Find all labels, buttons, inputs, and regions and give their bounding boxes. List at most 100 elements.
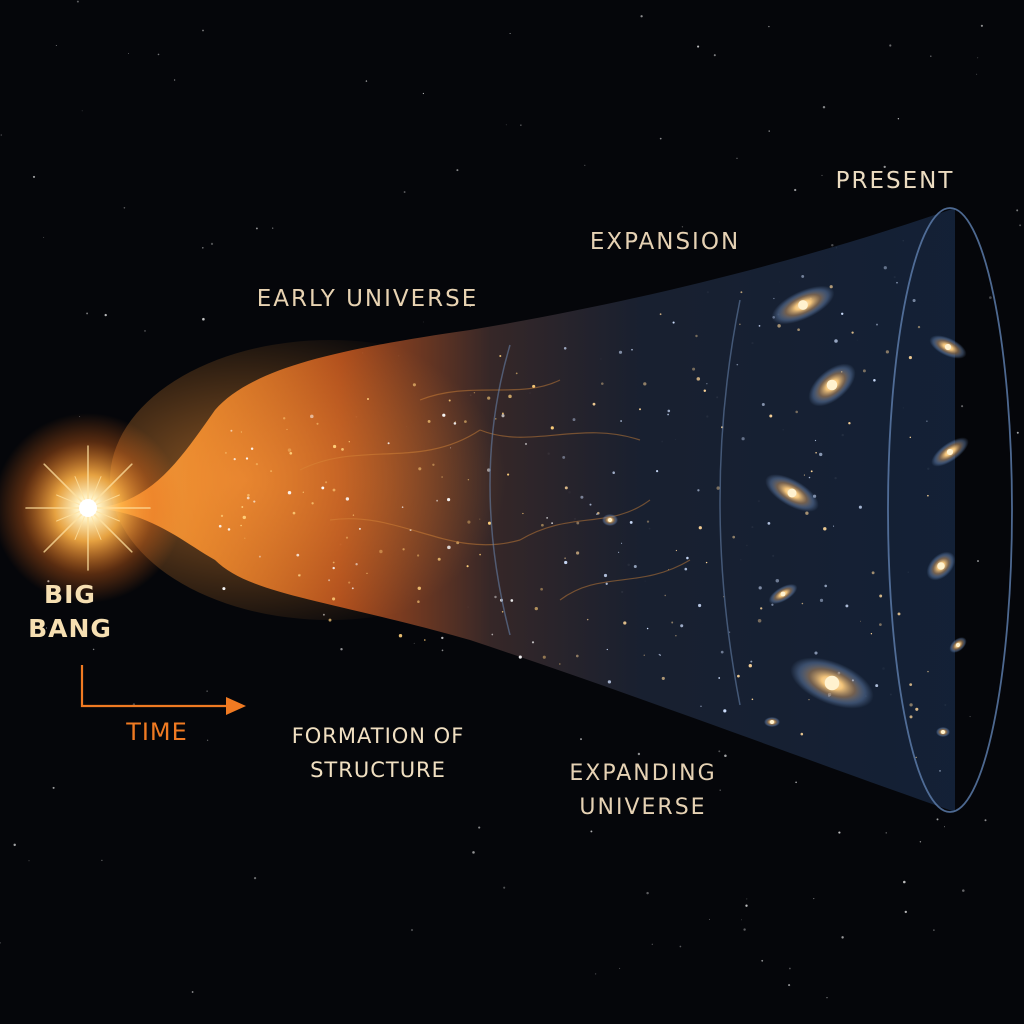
cone-star bbox=[233, 458, 236, 461]
cone-star bbox=[501, 412, 504, 415]
galaxy-core bbox=[937, 562, 945, 570]
cone-star bbox=[633, 565, 637, 568]
cone-star bbox=[220, 514, 224, 518]
background-star bbox=[969, 716, 971, 718]
background-star bbox=[724, 754, 727, 758]
cone-star bbox=[292, 511, 296, 515]
cone-star bbox=[592, 402, 596, 406]
cone-star bbox=[345, 536, 349, 539]
background-star bbox=[736, 157, 738, 159]
cone-star bbox=[720, 650, 724, 654]
background-star bbox=[768, 130, 770, 132]
galaxy-core bbox=[770, 720, 774, 724]
cone-star bbox=[680, 624, 684, 628]
cone-star bbox=[491, 633, 494, 636]
cone-star bbox=[542, 655, 546, 659]
background-star bbox=[889, 44, 892, 47]
cone-star bbox=[540, 587, 543, 591]
galaxy-core bbox=[944, 343, 952, 351]
cone-star bbox=[495, 418, 497, 420]
background-star bbox=[206, 690, 208, 692]
galaxy-core bbox=[941, 730, 945, 734]
cone-star bbox=[479, 518, 481, 520]
cone-star bbox=[823, 527, 827, 531]
cone-star bbox=[328, 618, 332, 622]
cone-star bbox=[758, 325, 761, 327]
background-star bbox=[422, 321, 424, 323]
cone-star bbox=[494, 595, 497, 599]
background-star bbox=[794, 188, 797, 192]
burst-ray bbox=[87, 463, 133, 509]
boundary-curve-1 bbox=[489, 344, 511, 636]
cone-star bbox=[466, 565, 469, 568]
cone-star bbox=[605, 582, 608, 585]
cone-star bbox=[524, 442, 528, 446]
cone-star bbox=[224, 451, 227, 454]
early-universe-label: EARLY UNIVERSE bbox=[256, 286, 479, 312]
background-star bbox=[28, 860, 30, 862]
cone-star bbox=[558, 663, 561, 665]
cone-star bbox=[283, 417, 286, 420]
cone-star bbox=[775, 579, 780, 583]
cone-star bbox=[332, 597, 336, 601]
cone-star bbox=[427, 419, 431, 423]
background-star bbox=[594, 973, 597, 975]
background-star bbox=[919, 841, 922, 843]
cone-star bbox=[246, 496, 250, 500]
cone-star bbox=[741, 437, 745, 441]
cone-star bbox=[664, 594, 666, 597]
background-star bbox=[422, 92, 425, 95]
background-star bbox=[414, 289, 417, 292]
cone-star bbox=[926, 420, 928, 422]
cone-star bbox=[841, 312, 844, 315]
background-star bbox=[324, 296, 326, 298]
background-star bbox=[456, 169, 459, 172]
cone-star bbox=[834, 339, 838, 343]
cone-star bbox=[222, 587, 226, 591]
cone-star bbox=[298, 573, 301, 577]
expansion-label: EXPANSION bbox=[589, 229, 741, 255]
background-star bbox=[679, 945, 682, 948]
cone-star bbox=[227, 528, 231, 531]
cone-star bbox=[501, 611, 504, 613]
cone-star bbox=[810, 470, 813, 473]
background-star bbox=[32, 175, 36, 178]
galaxies bbox=[602, 285, 969, 737]
cone-star bbox=[723, 709, 727, 713]
cone-star bbox=[814, 651, 818, 655]
cone-star bbox=[897, 612, 901, 616]
cone-star bbox=[564, 560, 568, 565]
cone-star bbox=[467, 478, 470, 481]
cone-star bbox=[417, 586, 422, 591]
cone-star bbox=[442, 413, 446, 417]
cone-star bbox=[860, 620, 861, 622]
cone-star bbox=[819, 598, 824, 603]
background-star bbox=[719, 789, 721, 791]
cone-star bbox=[761, 402, 765, 407]
cone-star bbox=[871, 571, 875, 575]
background-star bbox=[206, 739, 209, 741]
cone-star bbox=[541, 523, 544, 527]
cone-star bbox=[401, 506, 404, 508]
cone-star bbox=[737, 674, 740, 678]
cone-star bbox=[563, 347, 567, 350]
boundary-curve-2 bbox=[719, 299, 741, 706]
background-star bbox=[831, 243, 834, 247]
background-star bbox=[255, 227, 258, 230]
galaxy-core bbox=[607, 517, 613, 523]
cone-star bbox=[686, 556, 689, 560]
arrow-right-icon bbox=[80, 665, 246, 715]
cone-star bbox=[316, 422, 319, 425]
background-star bbox=[980, 24, 983, 27]
cone-star bbox=[531, 641, 535, 644]
cone-star bbox=[769, 414, 773, 418]
cone-star bbox=[814, 439, 817, 442]
cone-star bbox=[750, 660, 753, 663]
background-star bbox=[104, 313, 107, 317]
background-star bbox=[1016, 431, 1019, 434]
background-star bbox=[930, 55, 932, 57]
cone-star bbox=[240, 524, 242, 527]
background-star bbox=[76, 0, 79, 3]
cone-star bbox=[696, 377, 701, 381]
